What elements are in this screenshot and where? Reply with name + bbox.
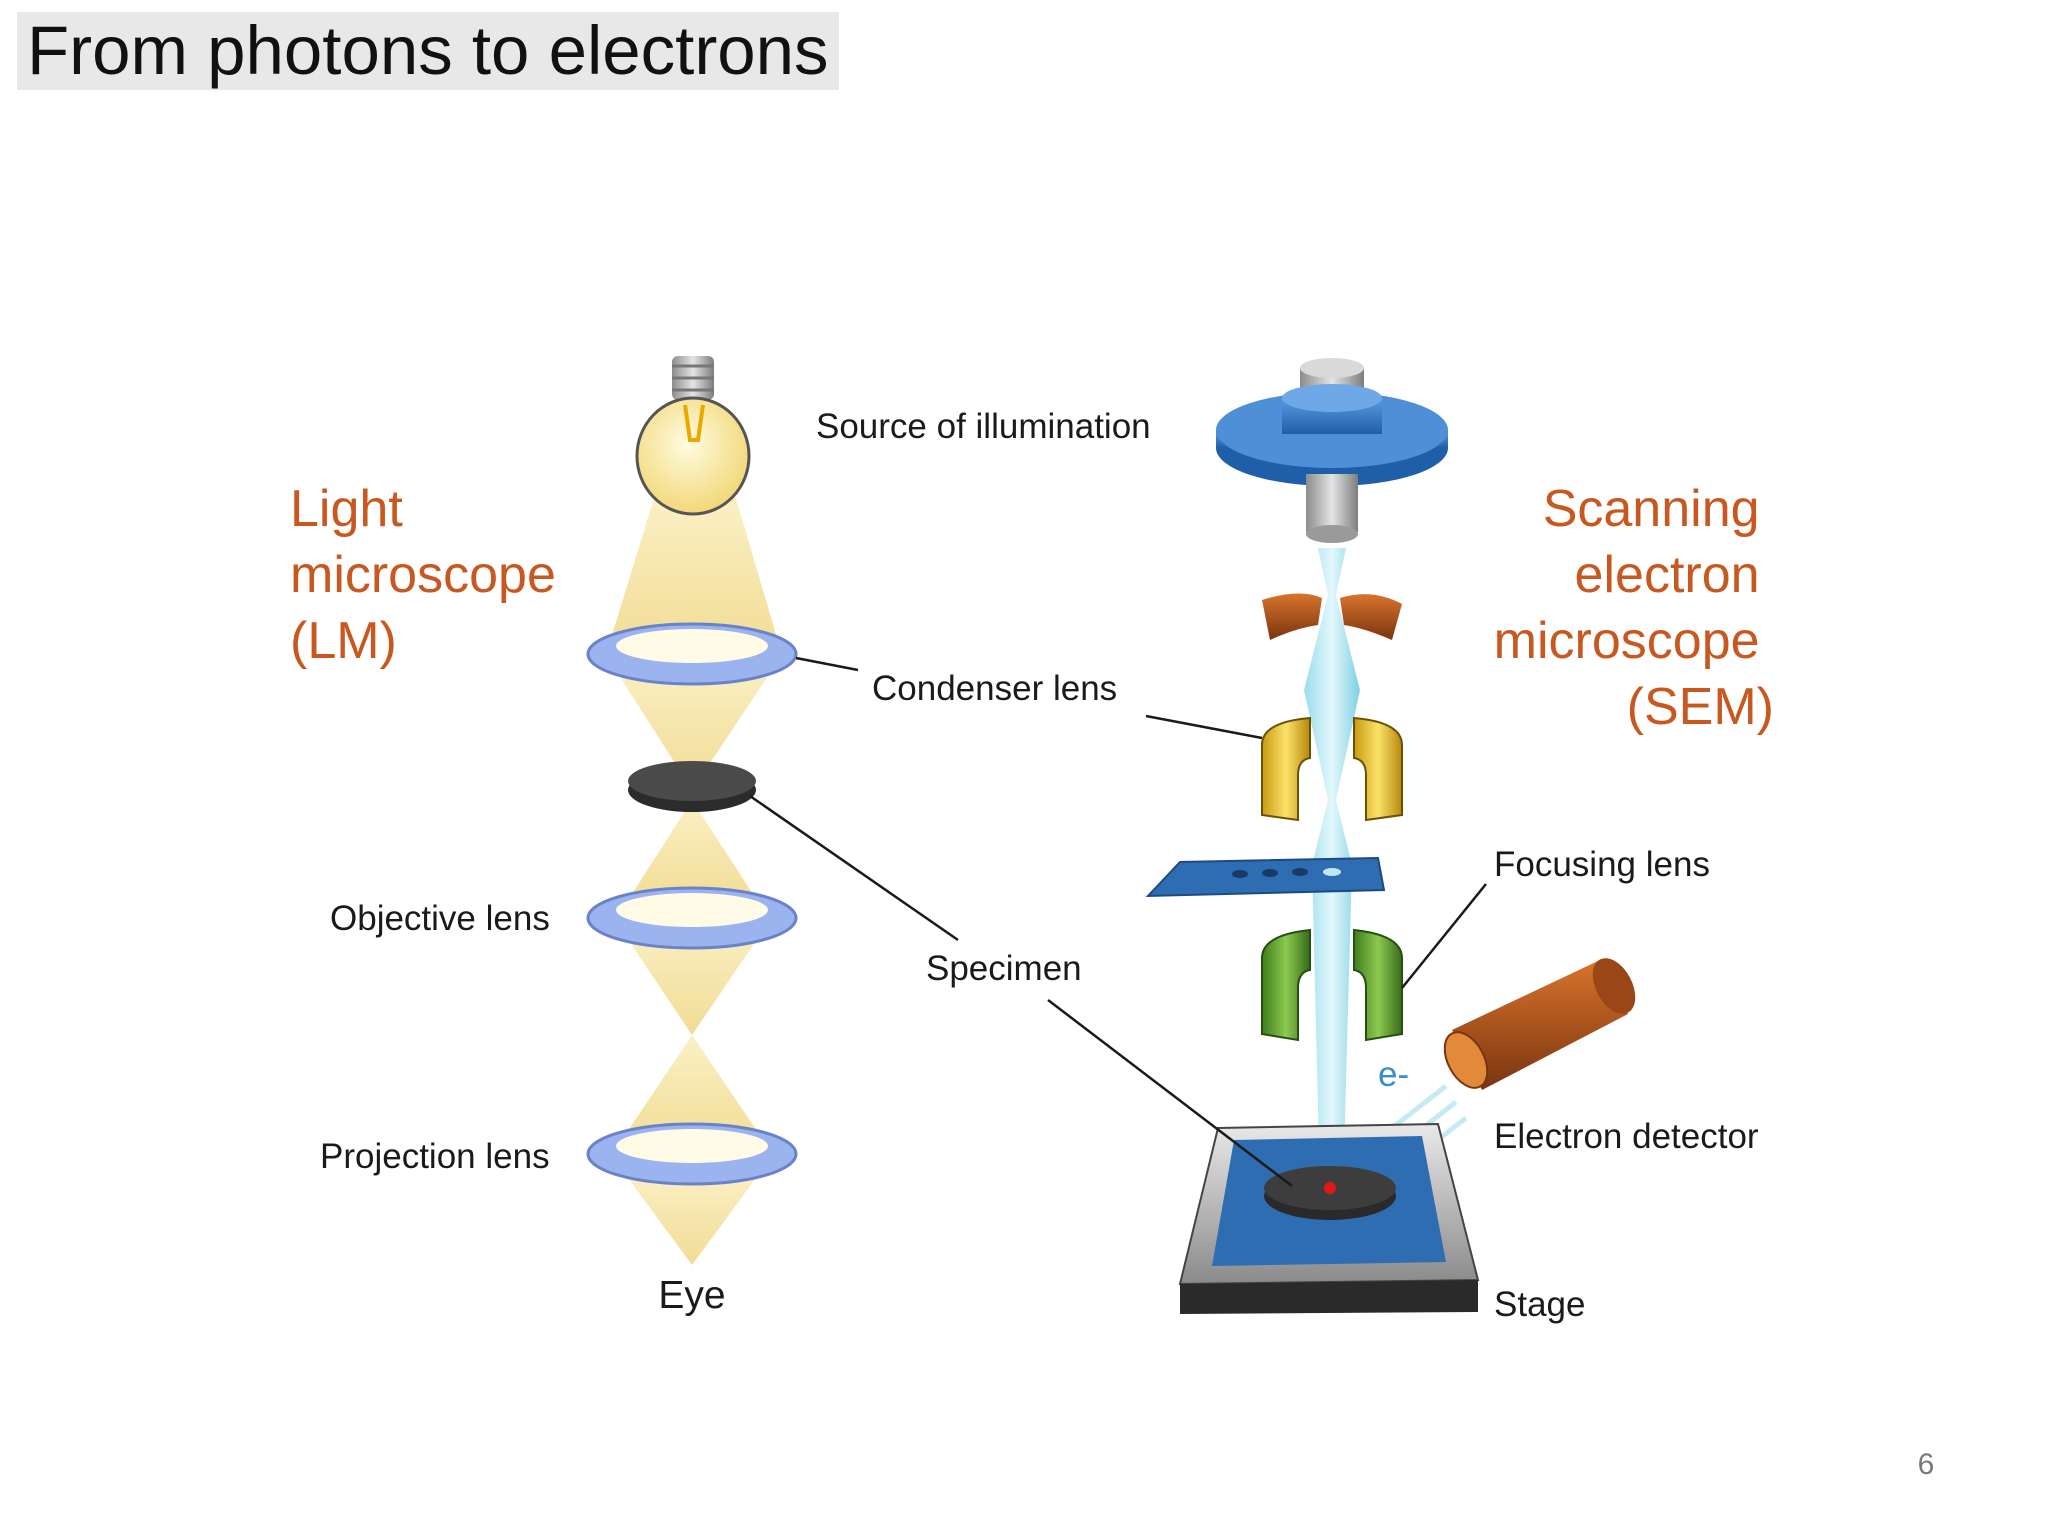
sem-focusing-lens [1261,928,1403,1042]
lm-objective-lens [586,886,798,950]
electron-symbol: e- [1378,1055,1409,1094]
light-microscope [586,356,798,1265]
lm-condenser-lens [586,622,798,686]
sem-specimen [1264,1166,1396,1220]
eye-label: Eye [658,1274,725,1317]
lm-title: Light microscope (LM) [290,480,570,670]
specimen-label: Specimen [926,949,1082,988]
anode-icon [1262,593,1402,640]
objective-label: Objective lens [330,899,550,938]
condenser-label: Condenser lens [872,669,1117,708]
electron-gun-icon [1216,358,1448,543]
light-bulb-icon [635,356,751,516]
slide-title: From photons to electrons [17,12,839,90]
scanning-electron-microscope [1145,358,1636,1314]
light-beam [608,495,780,1265]
source-label: Source of illumination [816,407,1151,446]
detector-label: Electron detector [1494,1117,1759,1156]
aperture-plate-icon [1145,856,1386,898]
projection-label: Projection lens [320,1137,550,1176]
callout-lines [749,656,1487,1187]
focusing-label: Focusing lens [1494,845,1710,884]
lm-specimen [628,761,756,812]
lm-projection-lens [586,1122,798,1186]
stage-label: Stage [1494,1285,1585,1324]
sem-condenser-lens [1261,716,1403,822]
sem-title: Scanning electron microscope (SEM) [1494,480,1774,736]
slide-number: 6 [1917,1448,1935,1481]
